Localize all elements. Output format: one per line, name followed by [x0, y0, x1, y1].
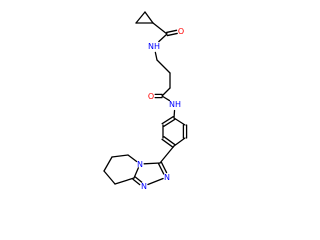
bond-c12-c15 — [159, 145, 175, 164]
bond-c11-c12-b — [163, 136, 176, 146]
atom-label-o2: O — [148, 92, 154, 101]
bond-c17-c18 — [111, 154, 129, 158]
bond-c4-o1-a — [166, 32, 178, 37]
bond-c7-c8 — [161, 87, 171, 97]
bond-c15-n3 — [143, 162, 161, 165]
bond-c4-n1 — [158, 33, 168, 43]
atom-label-n2: NH — [169, 100, 181, 109]
bond-n2-c9 — [173, 109, 176, 119]
bond-c1-c3 — [144, 11, 154, 24]
atom-label-layer: O NH O NH N N N — [137, 27, 184, 191]
bond-n1-c5 — [154, 51, 158, 61]
bond-c14-c9 — [173, 117, 186, 126]
bond-c9-c10-a — [161, 116, 174, 125]
bond-c4-o1-b — [166, 29, 178, 34]
bond-c15-n4-a — [157, 163, 165, 175]
bond-n3-c17 — [127, 154, 138, 163]
bond-c1-c2 — [135, 11, 146, 24]
atom-label-o1: O — [178, 27, 184, 36]
bond-c20-c16 — [114, 177, 135, 185]
bond-c19-c20 — [103, 170, 116, 185]
atom-label-n4: N — [164, 173, 170, 182]
bond-n4-n5 — [147, 177, 164, 186]
bond-c8-n2 — [161, 95, 171, 102]
bond-c11-c12-a — [161, 138, 174, 148]
atom-label-n5: N — [141, 182, 147, 191]
bond-c12-c13 — [173, 137, 186, 147]
bond-n5-c16-b — [132, 178, 141, 186]
atom-label-n3: N — [137, 160, 143, 169]
molecule-structure-diagram: O NH O NH N N N — [0, 0, 300, 200]
diagram-background — [0, 0, 300, 200]
atom-label-n1: NH — [148, 42, 160, 51]
bond-c9-c10-b — [163, 118, 176, 127]
bond-c16-n3 — [133, 167, 140, 179]
bond-c3-c4 — [152, 22, 168, 35]
bond-n5-c16-a — [134, 176, 143, 183]
bond-c18-c19 — [103, 156, 113, 172]
bond-c5-c6 — [156, 59, 171, 74]
bond-c15-n4-b — [160, 161, 168, 174]
bond-layer — [103, 11, 188, 186]
